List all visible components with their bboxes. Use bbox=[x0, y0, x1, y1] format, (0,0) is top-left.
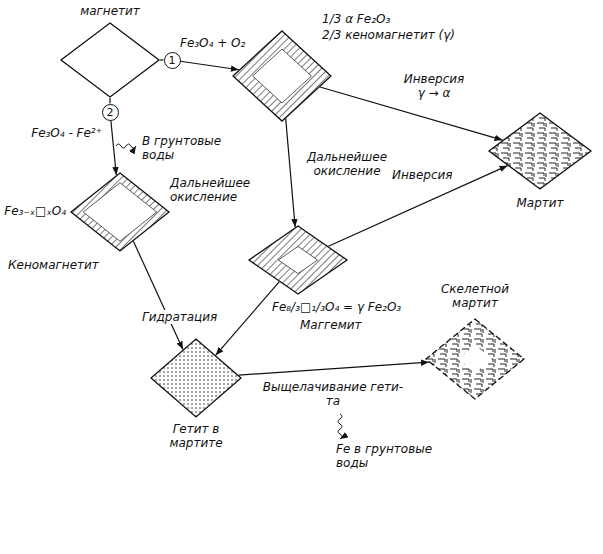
mineral-label: Fe₈/₃□₁/₃O₄ = γ Fe₂O₃ bbox=[272, 300, 401, 314]
crystal-face bbox=[249, 226, 347, 294]
mineral-label: Гетит в мартите bbox=[156, 422, 236, 451]
mineral-label: 2/3 кеномагнетит (γ) bbox=[322, 28, 455, 42]
edge-label: Инверсия bbox=[390, 168, 455, 182]
note-label: Гидратация bbox=[140, 310, 219, 324]
crystal-outline bbox=[488, 112, 592, 190]
edge-label: Инверсия γ → α bbox=[400, 72, 468, 101]
crystal-face bbox=[151, 339, 241, 417]
mineral-crystal: магнетит bbox=[60, 22, 160, 98]
wavy-arrow bbox=[338, 414, 342, 439]
mineral-label: 1/3 α Fe₂O₃ bbox=[322, 12, 390, 26]
connector bbox=[111, 120, 116, 175]
mineral-crystal: Fe₈/₃□₁/₃O₄ = γ Fe₂O₃Маггемит bbox=[248, 225, 348, 295]
crystal-face bbox=[71, 173, 169, 251]
mineral-crystal: Fe₃₋ₓ□ₓO₄Кеномагнетит bbox=[70, 172, 170, 252]
mineral-crystal: Мартит bbox=[488, 112, 592, 190]
connector bbox=[216, 282, 279, 355]
crystal-face bbox=[61, 23, 159, 97]
mineral-crystal: Гетит в мартите bbox=[150, 338, 242, 418]
mineral-label: Маггемит bbox=[300, 318, 362, 332]
edge-label: Выщелачивание гети- та bbox=[256, 380, 410, 409]
note-label: В грунтовые воды bbox=[140, 134, 224, 163]
path-number: 2 bbox=[102, 104, 119, 121]
mineral-label: магнетит bbox=[80, 4, 140, 18]
connector bbox=[286, 119, 295, 227]
connector bbox=[180, 61, 238, 69]
mineral-label: Кеномагнетит bbox=[8, 258, 99, 272]
crystal-outline bbox=[70, 172, 170, 252]
crystal-face bbox=[233, 31, 331, 121]
connector bbox=[160, 59, 164, 60]
crystal-outline bbox=[60, 22, 160, 98]
mineral-label: Мартит bbox=[516, 196, 563, 210]
crystal-outline bbox=[425, 318, 525, 400]
mineral-label: Скелетной мартит bbox=[430, 282, 520, 311]
crystal-face bbox=[489, 113, 591, 189]
edge-label: Дальнейшее окисление bbox=[300, 150, 394, 179]
crystal-face bbox=[426, 319, 524, 399]
note-label: Fe в грунтовые воды bbox=[334, 442, 448, 471]
note-label: Дальнейшее окисление bbox=[168, 176, 262, 205]
unaltered-core bbox=[253, 49, 312, 103]
crystal-outline bbox=[150, 338, 242, 418]
mineral-label: Fe₃₋ₓ□ₓO₄ bbox=[4, 204, 66, 218]
leached-void bbox=[458, 345, 492, 373]
edge-label: Fe₃O₄ - Fe²⁺ bbox=[29, 126, 104, 140]
mineral-crystal: Скелетной мартит bbox=[425, 318, 525, 400]
connector bbox=[133, 241, 182, 349]
crystal-outline bbox=[248, 225, 348, 295]
connector bbox=[109, 98, 110, 104]
callout-number: 2 bbox=[107, 107, 114, 118]
path-number: 1 bbox=[164, 52, 181, 69]
callout-number: 1 bbox=[169, 55, 176, 66]
unaltered-core bbox=[278, 246, 317, 273]
edge-label: Fe₃O₄ + O₂ bbox=[178, 36, 247, 50]
connector bbox=[239, 362, 429, 375]
unaltered-core bbox=[83, 183, 157, 242]
wavy-arrow bbox=[116, 144, 136, 148]
